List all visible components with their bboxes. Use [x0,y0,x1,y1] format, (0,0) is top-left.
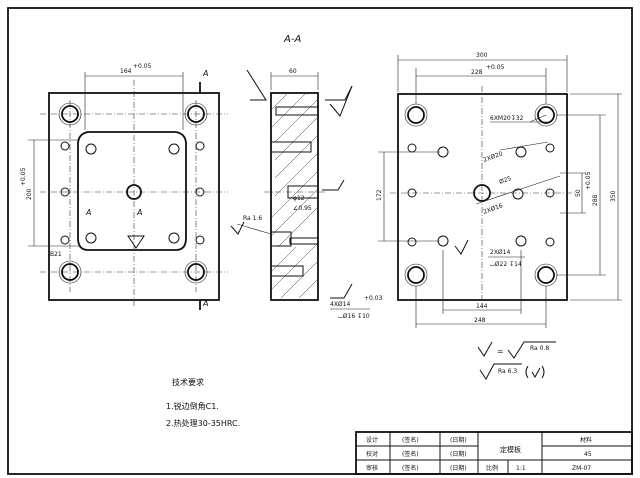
right-hole-label-a: 2XØ20 [482,150,504,164]
middle-view: 60 Ra 1.6 φ12 ∠0.95 4XØ14 +0.03 ⌴Ø16 ↧10 [230,68,383,320]
tb-part-name: 定模板 [500,445,521,454]
middle-counterbore-label: 4XØ14 [330,301,350,308]
tb-r3c2: (签名) [402,464,419,472]
right-dim-top: 300 [476,52,488,59]
technical-notes: 技术要求 1.锐边倒角C1. 2.热处理30-35HRC. [166,377,240,428]
tb-scale-label: 比例 [486,464,498,472]
left-pocket [77,131,187,251]
tb-r2c3: (日期) [450,450,467,458]
right-dim-top2: 228 [471,69,483,76]
tb-material: 45 [584,451,592,458]
tb-r2c1: 校对 [366,450,378,458]
right-view: 300 228 +0.05 6XM20↧32 2XØ20 2XØ16 Ø25 2… [376,52,622,328]
middle-feature-label: φ12 [293,195,305,202]
left-view: 164 +0.05 200 +0.05 B21 A A A A [20,63,228,310]
left-dim-left-tol: +0.05 [20,167,27,186]
notes-line1: 1.锐边倒角C1. [166,401,219,411]
tb-r3c3: (日期) [450,464,467,472]
right-plate-outline [397,93,568,301]
right-dim-right-a: 50 [575,189,582,197]
legend-eq1: Ra 0.8 [530,345,549,352]
tb-scale-value: 1:1 [516,465,526,472]
tb-r1c3: (日期) [450,436,467,444]
section-letter-bottom: A [202,299,208,308]
right-dim-right-b-tol: +0.05 [585,171,592,190]
tb-r2c2: (签名) [402,450,419,458]
middle-counterbore-tol: +0.03 [364,295,383,302]
right-dim-right-b: 288 [592,194,599,206]
right-dim-bottom-a: 144 [476,303,488,310]
section-letter-mid: A [136,208,142,217]
right-hole-label-b: 2XØ16 [482,202,504,216]
title-block: 设计 (签名) (日期) 校对 (签名) (日期) 审核 (签名) (日期) 定… [355,431,633,475]
middle-dim-top: 60 [289,68,297,75]
tb-drawing-no: ZM-07 [572,465,591,472]
section-letter-top: A [202,69,208,78]
right-hole-label-c: 2XØ14 [490,249,510,256]
notes-title: 技术要求 [172,377,204,387]
right-dim-bottom-b: 248 [474,317,486,324]
tb-r1c1: 设计 [366,436,378,444]
notes-line2: 2.热处理30-35HRC. [166,418,240,428]
right-dim-left: 172 [376,189,383,201]
left-hole-label: B21 [50,251,62,258]
right-dim-top2-tol: +0.05 [486,64,505,71]
right-hole-label-c2: ⌴Ø22 ↧14 [490,261,522,268]
left-dim-top: 164 [120,68,132,75]
right-thread-label: 6XM20↧32 [490,115,524,122]
tb-r1c2: (签名) [402,436,419,444]
roughness-legend: = Ra 0.8 Ra 6.3 [477,341,556,380]
middle-chamfer-label: ∠0.95 [293,205,312,212]
roughness-left: Ra 1.6 [243,215,262,222]
right-dim-right-c: 350 [610,190,617,202]
section-title: A-A [283,34,301,45]
left-dim-left: 200 [26,188,33,200]
tb-material-header: 材料 [580,436,592,444]
legend-eq-sign: = [497,347,504,356]
right-center-label: Ø25 [498,175,512,186]
legend-eq2: Ra 6.3 [498,368,517,375]
left-dim-top-tol: +0.05 [133,63,152,70]
tb-r3c1: 审核 [366,464,378,472]
drawing-frame [7,7,633,475]
middle-counterbore-depth: ⌴Ø16 ↧10 [338,313,370,320]
section-letter-left: A [85,208,91,217]
